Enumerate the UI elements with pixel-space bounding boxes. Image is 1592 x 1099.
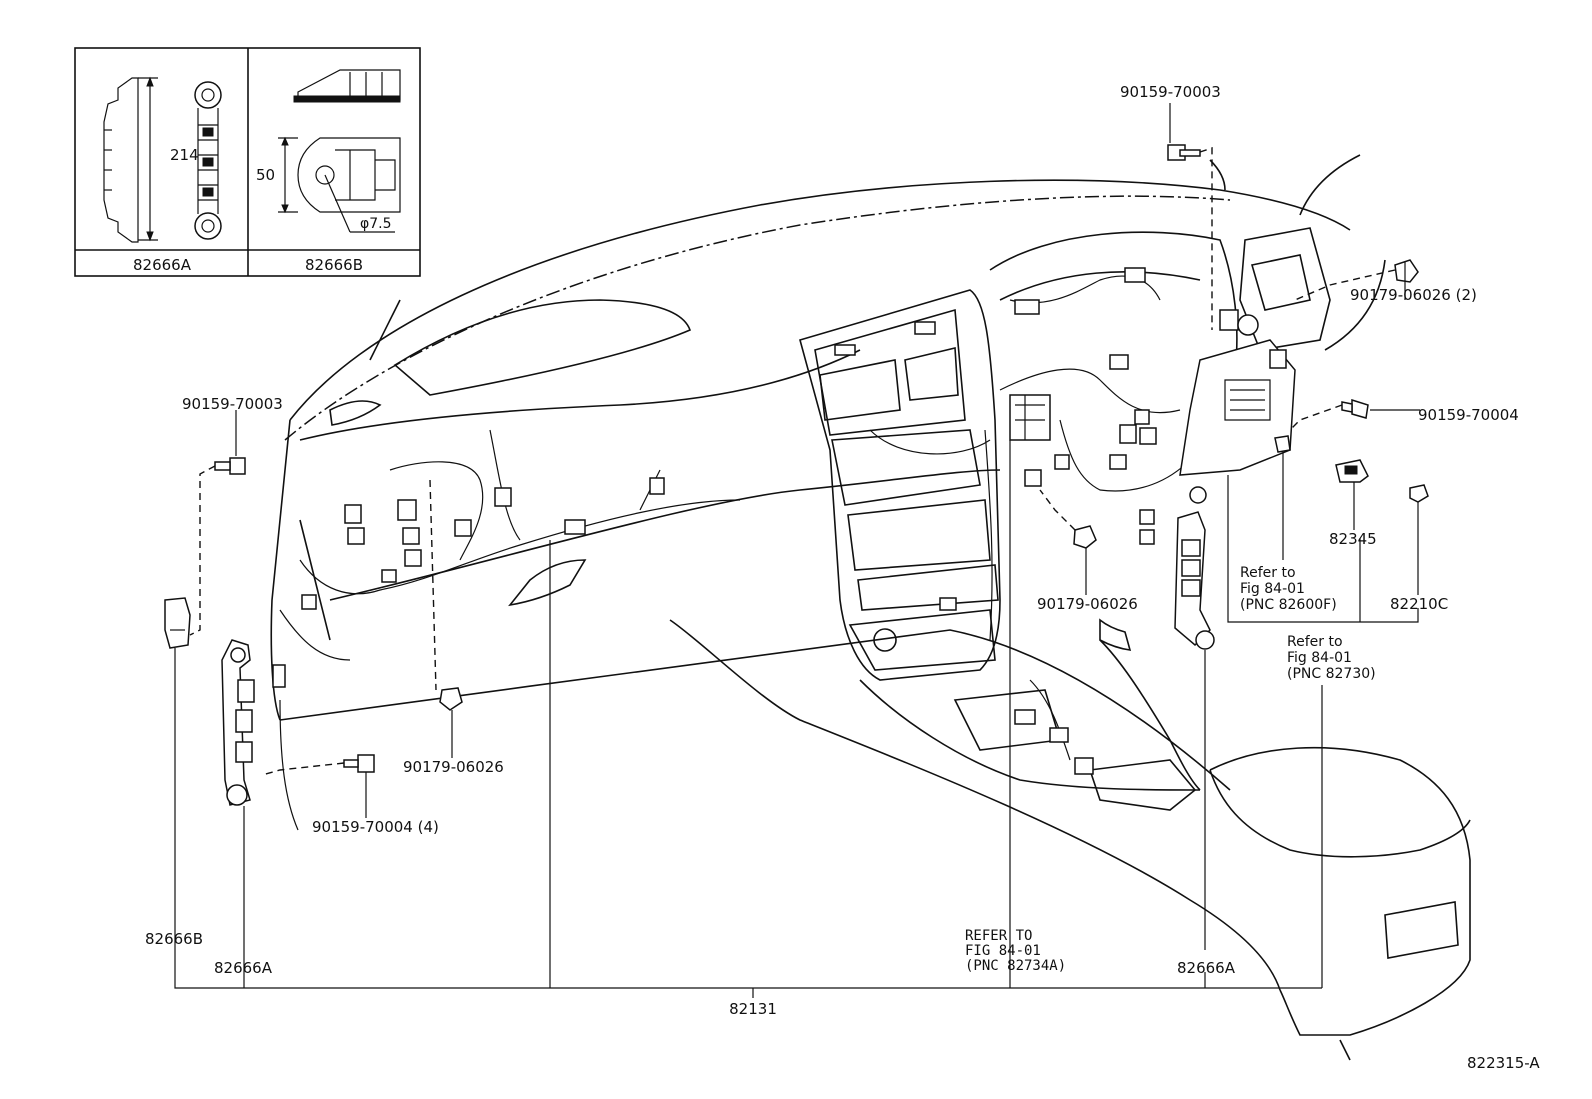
label-refer-82730-line2: Fig 84-01: [1287, 650, 1352, 666]
part-82600f-clip: [1274, 435, 1291, 453]
part-82210c: [1409, 484, 1429, 503]
connector-blocks: [272, 267, 1157, 775]
inset-label-82666a: 82666A: [133, 256, 192, 274]
bolt-90159-70004-right: [1341, 398, 1369, 419]
nut-90179-06026-left: [439, 687, 463, 711]
label-refer-82600f-line2: Fig 84-01: [1240, 581, 1305, 597]
detail-inset: 214 50 φ7.5 82666A 82666B: [74, 47, 421, 277]
label-refer-82600f-line1: Refer to: [1240, 565, 1296, 581]
callout-labels: 90159-70003 90179-06026 (2) 90159-70004 …: [145, 83, 1540, 1072]
bolt-90159-70004-left: [343, 754, 375, 773]
label-nut-right-2: 90179-06026 (2): [1350, 286, 1477, 304]
label-bolt-top: 90159-70003: [1120, 83, 1221, 101]
label-refer-82734a-line3: (PNC 82734A): [965, 958, 1066, 974]
dim-height-label: 50: [256, 166, 275, 184]
label-refer-82730-line1: Refer to: [1287, 634, 1343, 650]
bolt-90159-70003-top: [1167, 144, 1201, 161]
label-wire-harness: 82131: [729, 1000, 777, 1018]
label-82345: 82345: [1329, 530, 1377, 548]
label-bolt-left: 90159-70003: [182, 395, 283, 413]
clamp-82666b-detail: [278, 69, 401, 233]
nut-90179-06026-right: [1394, 259, 1419, 283]
dim-hole-label: φ7.5: [360, 216, 392, 232]
fastener-parts: [164, 144, 1429, 806]
label-bolt-left-4: 90159-70004 (4): [312, 818, 439, 836]
clamp-82666a-left: [221, 639, 255, 806]
label-nut-center: 90179-06026: [1037, 595, 1138, 613]
inset-label-82666b: 82666B: [305, 256, 363, 274]
dim-length-label: 214: [170, 146, 199, 164]
label-82666a-right: 82666A: [1177, 959, 1236, 977]
leader-lines: [174, 103, 1420, 998]
clamp-82666a-right: [1174, 486, 1215, 650]
label-refer-82600f-line3: (PNC 82600F): [1240, 597, 1337, 613]
junction-block: [1179, 309, 1296, 476]
figure-id: 822315-A: [1467, 1054, 1540, 1072]
dashboard-outline: [270, 154, 1471, 1061]
label-refer-82730-line3: (PNC 82730): [1287, 666, 1376, 682]
label-refer-82734a-line2: FIG 84-01: [965, 943, 1041, 959]
nut-90179-06026-center: [1073, 525, 1097, 549]
part-82345: [1335, 459, 1369, 483]
label-refer-82734a-line1: REFER TO: [965, 928, 1032, 944]
clamp-82666b-left: [164, 597, 191, 649]
label-82666a-left: 82666A: [214, 959, 273, 977]
label-nut-left: 90179-06026: [403, 758, 504, 776]
label-82210c: 82210C: [1390, 595, 1448, 613]
label-bolt-right: 90159-70004: [1418, 406, 1519, 424]
clamp-82666a-detail: [103, 76, 222, 243]
label-82666b-left: 82666B: [145, 930, 203, 948]
bolt-90159-70003-left: [214, 457, 246, 475]
